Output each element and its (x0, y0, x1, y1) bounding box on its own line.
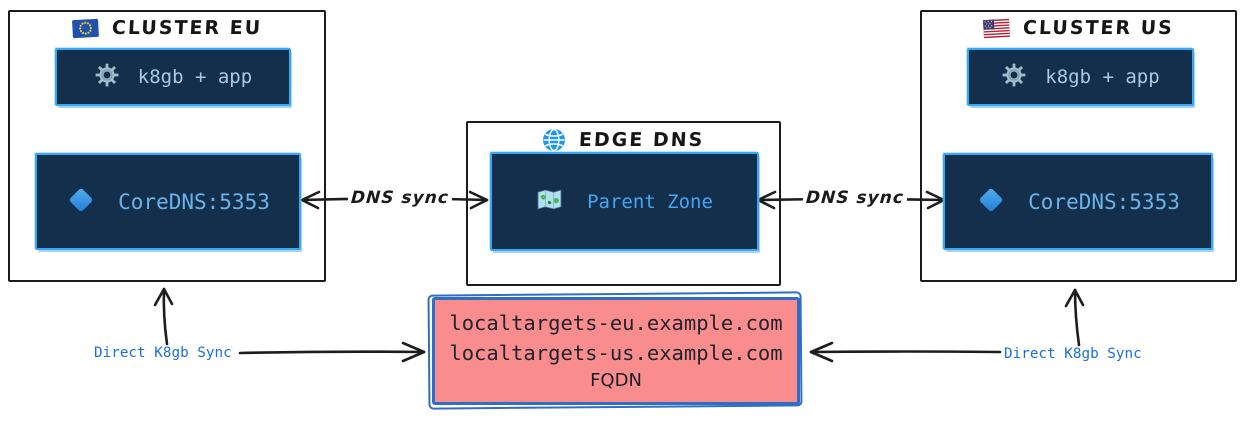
direct-k8gb-sync-label-left: Direct K8gb Sync (94, 345, 232, 361)
direct-sync-left-arrow (238, 350, 426, 355)
edge-dns-title-row: EDGE DNS (468, 128, 779, 152)
dns-sync-label-left: DNS sync (347, 188, 453, 208)
cluster-us-title: CLUSTER US (1022, 17, 1175, 39)
k8gb-app-box-us: k8gb + app (967, 48, 1194, 106)
fqdn-box: localtargets-eu.example.com localtargets… (432, 297, 800, 405)
gear-icon (94, 62, 120, 92)
dns-sync-label-right: DNS sync (802, 188, 908, 208)
parent-zone-box: Parent Zone (490, 152, 759, 251)
diamond-icon (976, 185, 1006, 219)
direct-sync-left-up-arrow (162, 287, 169, 346)
fqdn-line-us: localtargets-us.example.com (449, 341, 783, 365)
direct-sync-right-up-arrowhead (1064, 288, 1085, 308)
edge-dns-title: EDGE DNS (578, 129, 706, 151)
direct-sync-right-arrowhead (809, 341, 834, 363)
k8gb-app-label-eu: k8gb + app (137, 66, 253, 88)
fqdn-line-eu: localtargets-eu.example.com (449, 311, 783, 335)
direct-sync-left-up-arrowhead (153, 287, 174, 307)
cluster-eu-title-row: CLUSTER EU (10, 17, 324, 39)
coredns-box-us: CoreDNS:5353 (943, 153, 1213, 250)
k8gb-app-label-us: k8gb + app (1045, 66, 1160, 88)
fqdn-caption: FQDN (590, 370, 642, 391)
direct-sync-right-arrow (809, 350, 1002, 354)
cluster-us-title-row: CLUSTER US (922, 17, 1235, 39)
eu-flag-icon (71, 18, 99, 38)
coredns-label-eu: CoreDNS:5353 (118, 189, 270, 214)
coredns-box-eu: CoreDNS:5353 (35, 153, 301, 250)
cluster-eu-title: CLUSTER EU (111, 17, 263, 39)
gear-icon (1001, 62, 1027, 92)
us-flag-icon (983, 18, 1011, 38)
coredns-label-us: CoreDNS:5353 (1028, 189, 1180, 214)
direct-sync-left-arrowhead (401, 341, 426, 363)
world-map-icon (536, 188, 563, 215)
diamond-icon (66, 185, 96, 219)
globe-icon (542, 128, 566, 152)
k8gb-app-box-eu: k8gb + app (55, 48, 291, 106)
parent-zone-label: Parent Zone (587, 190, 713, 213)
direct-sync-right-up-arrow (1073, 288, 1081, 347)
direct-k8gb-sync-label-right: Direct K8gb Sync (1004, 346, 1142, 362)
